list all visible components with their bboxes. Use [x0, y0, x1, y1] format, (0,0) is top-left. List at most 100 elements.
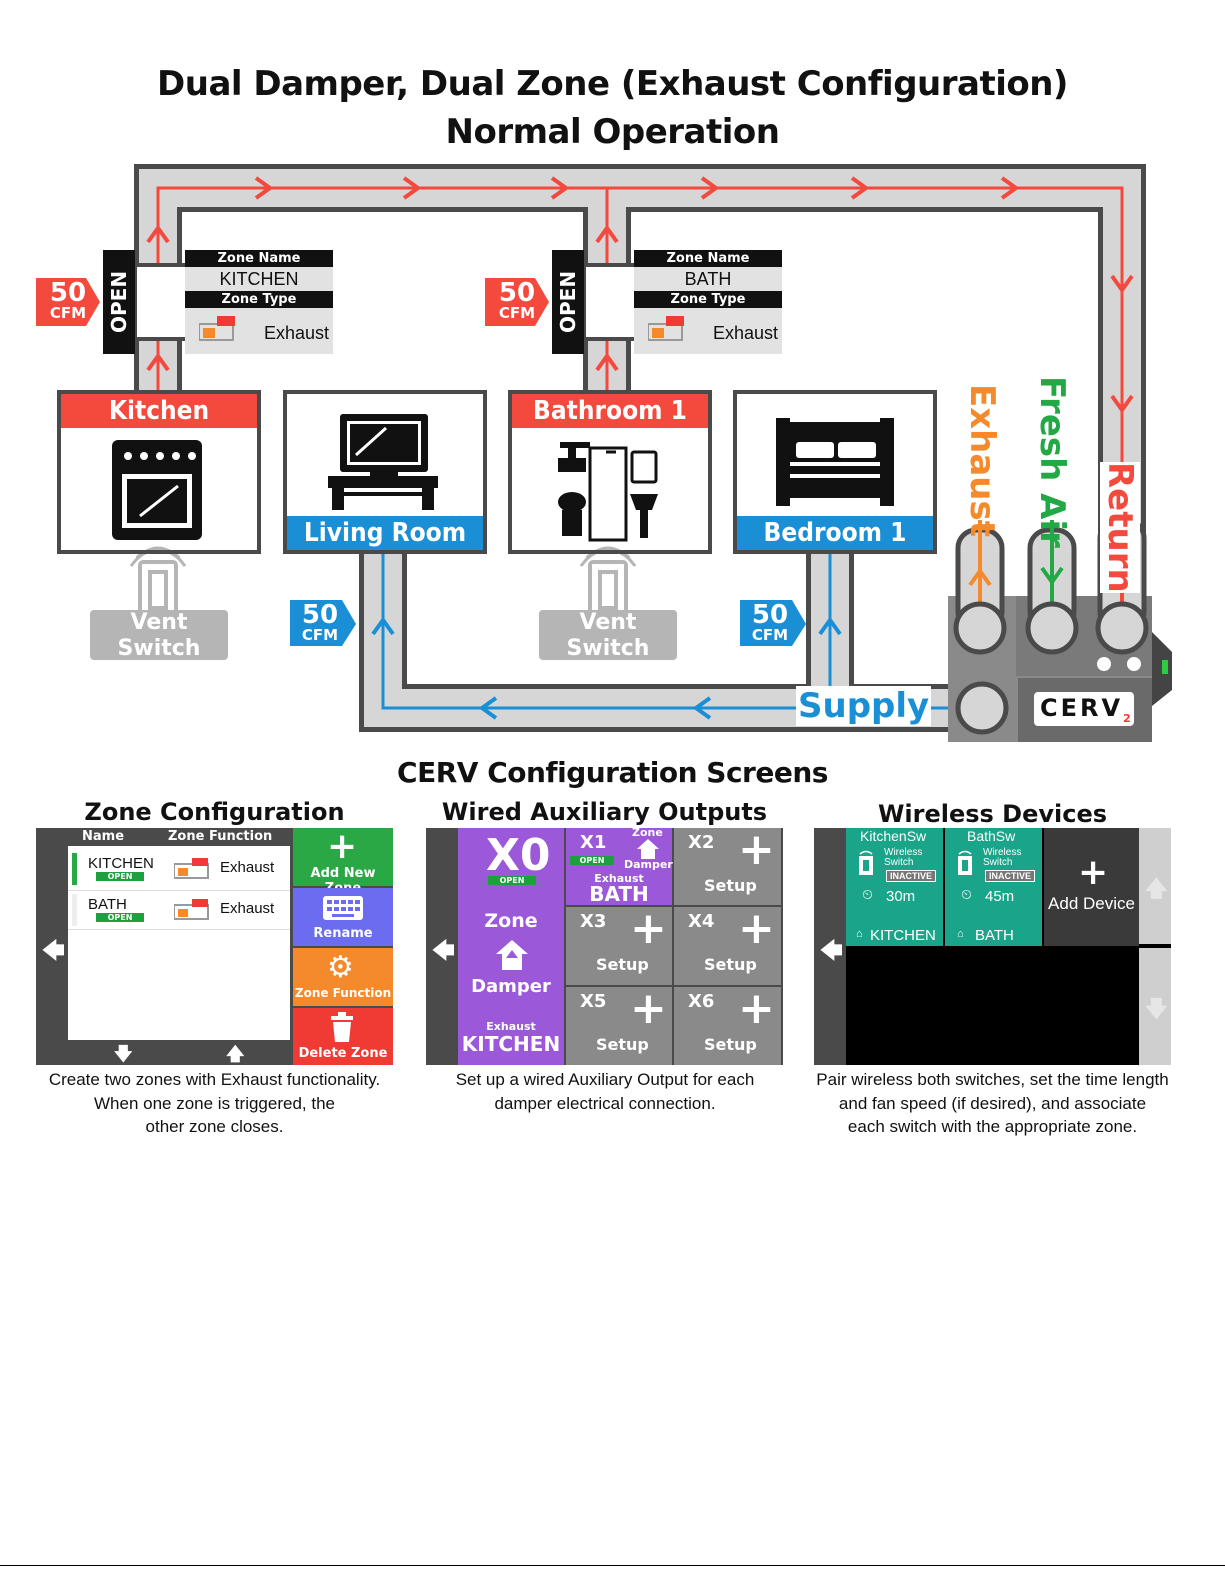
- setup-label: Setup: [704, 955, 757, 974]
- device-name: BathSw: [967, 828, 1016, 844]
- output-x1-tile[interactable]: X1 OPEN Zone Damper Exhaust BATH: [566, 826, 673, 906]
- zone-type-header: Zone Type: [634, 291, 782, 308]
- cerv-logo: CERV2: [1040, 694, 1134, 725]
- zone-row-kitchen[interactable]: KITCHEN OPEN Exhaust: [68, 850, 290, 888]
- zone-name-header: Zone Name: [185, 250, 333, 267]
- plus-icon: +: [1078, 852, 1109, 893]
- add-new-zone-button[interactable]: + Add New Zone: [293, 826, 393, 896]
- output-x3-tile[interactable]: X3 + Setup: [566, 903, 672, 985]
- scroll-down-button[interactable]: 🡇: [68, 1042, 178, 1065]
- wired-outputs-caption: Set up a wired Auxiliary Output for each…: [410, 1068, 800, 1115]
- device-status: INACTIVE: [886, 870, 937, 882]
- device-zone: KITCHEN: [870, 927, 936, 944]
- cfm-tag-bedroom: [740, 600, 806, 646]
- timer-icon: ⏲: [862, 886, 873, 902]
- supply-cfm-bedroom: 50 CFM: [738, 598, 802, 646]
- bathroom-icon: [558, 442, 658, 542]
- supply-flow-line: [381, 550, 960, 710]
- output-id: X5: [580, 991, 607, 1012]
- output-x4-tile[interactable]: X4 + Setup: [674, 903, 781, 985]
- zone-function-button[interactable]: ⚙ Zone Function: [293, 948, 393, 1006]
- cfm-tag-bath: [485, 278, 549, 326]
- room-bathroom: Bathroom 1: [508, 390, 712, 554]
- output-status: OPEN: [570, 856, 614, 865]
- output-id: X2: [688, 832, 715, 853]
- delete-zone-button[interactable]: Delete Zone: [293, 1008, 393, 1065]
- supply-arrows: [371, 616, 842, 720]
- device-card-bath[interactable]: BathSw Wireless Switch INACTIVE ⏲ 45m ⌂ …: [945, 828, 1042, 946]
- supply-label: Supply: [796, 686, 932, 726]
- output-x6-tile[interactable]: X6 + Setup: [674, 983, 781, 1065]
- back-button[interactable]: 🡄: [814, 828, 846, 1065]
- caption-line: Create two zones with Exhaust functional…: [48, 1070, 381, 1089]
- back-button[interactable]: 🡄: [36, 828, 68, 1065]
- back-arrow-icon: 🡄: [42, 939, 65, 964]
- wired-outputs-screen: 🡄 X0 OPEN Zone Damper Exhaust KITCHEN X1…: [426, 824, 783, 1065]
- return-arrows: [146, 176, 1134, 414]
- zone-type-value: Exhaust: [263, 323, 329, 343]
- output-x2-tile[interactable]: X2 + Setup: [674, 824, 781, 905]
- zone-row-bath[interactable]: BATH OPEN Exhaust: [68, 890, 290, 930]
- room-label-bathroom: Bathroom 1: [512, 394, 708, 428]
- scroll-up-button[interactable]: 🡅: [180, 1042, 290, 1065]
- zone-table-header: Name Zone Function: [68, 828, 290, 846]
- caption-line: Set up a wired Auxiliary Output for each: [455, 1070, 755, 1089]
- zone-name-value: KITCHEN: [219, 269, 299, 289]
- vent-switch-status: INACTIVE: [563, 662, 653, 682]
- output-function: Exhaust: [486, 1020, 536, 1033]
- device-type: Wireless Switch: [983, 847, 1022, 868]
- duct-diagram: [36, 164, 1172, 742]
- zone-config-title: Zone Configuration: [84, 798, 345, 826]
- unselected-indicator: [72, 894, 77, 926]
- caption-line: When one zone is triggered, the: [94, 1093, 335, 1113]
- diagram-subtitle: Normal Operation: [445, 112, 780, 152]
- caption-line: damper electrical connection.: [494, 1093, 716, 1113]
- output-type-line1: Zone: [632, 826, 663, 839]
- scroll-up-button[interactable]: 🡅: [1139, 828, 1171, 944]
- scroll-down-button[interactable]: 🡇: [1139, 948, 1171, 1065]
- zone-row-status: OPEN: [96, 872, 144, 881]
- exhaust-fan-icon: [173, 858, 214, 884]
- output-zone: KITCHEN: [461, 1032, 561, 1056]
- damper-status-kitchen: OPEN: [103, 250, 135, 354]
- output-x0-tile[interactable]: X0 OPEN Zone Damper Exhaust KITCHEN: [458, 828, 564, 1065]
- logo-text: CERV: [1040, 694, 1124, 722]
- device-name: KitchenSw: [860, 828, 927, 844]
- add-device-button[interactable]: + Add Device: [1044, 828, 1139, 946]
- damper-cfm-kitchen: 50 CFM: [36, 276, 100, 328]
- cfm-value: 50: [301, 600, 339, 630]
- add-device-label: Add Device: [1048, 894, 1135, 913]
- output-x5-tile[interactable]: X5 + Setup: [566, 983, 672, 1065]
- plus-icon: +: [630, 983, 667, 1034]
- rename-button[interactable]: Rename: [293, 888, 393, 946]
- output-type-line1: Zone: [484, 910, 538, 932]
- plus-icon: +: [738, 983, 775, 1034]
- arrow-down-icon: 🡇: [114, 1044, 133, 1065]
- back-button[interactable]: 🡄: [426, 828, 458, 1065]
- cerv-logo-badge: [1034, 692, 1134, 726]
- damper-info-bath: Zone Name BATH Zone Type Exhaust: [634, 250, 782, 354]
- output-type-line2: Damper: [471, 976, 551, 997]
- cfm-value: 50: [498, 278, 536, 308]
- col-function: Zone Function: [168, 829, 273, 844]
- cfm-unit: CFM: [498, 304, 536, 322]
- output-id: X3: [580, 911, 607, 932]
- zone-type-value: Exhaust: [712, 323, 778, 343]
- zone-row-function: Exhaust: [220, 900, 275, 917]
- output-zone: BATH: [589, 882, 649, 906]
- plus-icon: +: [738, 824, 775, 875]
- zone-name-header: Zone Name: [634, 250, 782, 267]
- wireless-devices-title: Wireless Devices: [877, 800, 1108, 828]
- output-status: OPEN: [488, 876, 536, 885]
- room-label-kitchen: Kitchen: [61, 394, 257, 428]
- house-icon: [494, 938, 530, 976]
- room-kitchen: Kitchen: [57, 390, 261, 554]
- gear-icon: ⚙: [327, 950, 354, 985]
- vent-switch-label: Vent Switch: [566, 610, 650, 661]
- plus-icon: +: [738, 903, 775, 954]
- arrow-down-icon: 🡇: [1145, 997, 1168, 1022]
- col-name: Name: [82, 829, 125, 844]
- exhaust-label: Exhaust: [962, 384, 1002, 537]
- output-type-line2: Damper: [624, 858, 673, 871]
- device-card-kitchen[interactable]: KitchenSw Wireless Switch INACTIVE ⏲ 30m…: [846, 828, 943, 946]
